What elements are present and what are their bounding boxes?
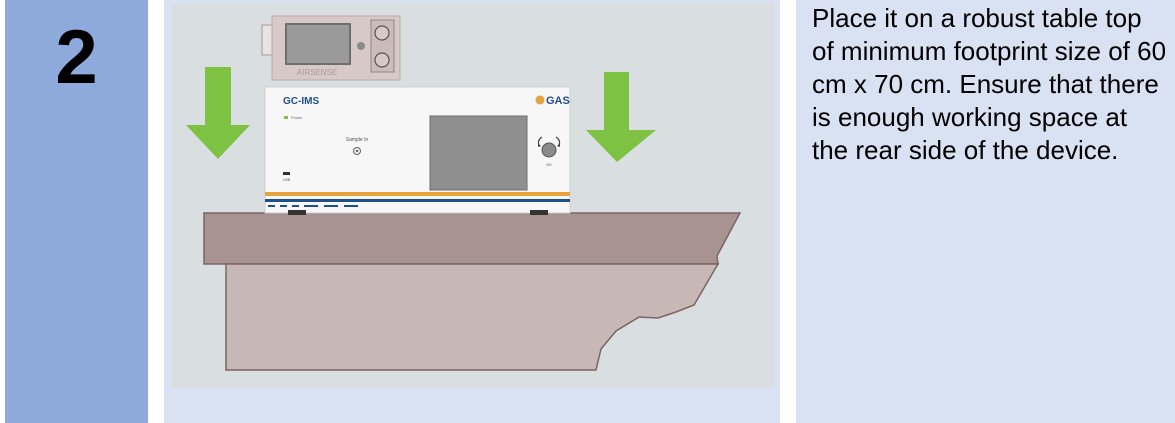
step-number-column: 2 xyxy=(5,0,148,423)
airsense-label: AIRSENSE xyxy=(297,68,337,77)
dashed-stripe xyxy=(268,205,358,207)
usb-port xyxy=(283,172,290,175)
illustration-panel: AIRSENSE GC-IMS GAS Power Sample In OK xyxy=(164,0,780,423)
device-screen xyxy=(430,116,527,190)
ok-label: OK xyxy=(546,162,552,167)
step-number: 2 xyxy=(5,20,148,96)
ok-knob xyxy=(542,143,556,157)
instruction-text: Place it on a robust table top of minimu… xyxy=(812,2,1167,167)
airsense-led xyxy=(357,42,365,50)
instruction-panel: Place it on a robust table top of minimu… xyxy=(796,0,1175,423)
table-top xyxy=(204,213,740,264)
power-label: Power xyxy=(291,115,303,120)
brand-logo-icon xyxy=(536,96,545,105)
airsense-display xyxy=(286,24,350,64)
gc-ims-device: GC-IMS GAS Power Sample In OK USB xyxy=(265,87,570,215)
brand-label: GAS xyxy=(546,95,570,107)
airsense-unit: AIRSENSE xyxy=(262,16,400,80)
usb-label: USB xyxy=(283,178,291,182)
power-led xyxy=(284,116,288,119)
device-foot-left xyxy=(288,210,306,215)
device-placement-illustration: AIRSENSE GC-IMS GAS Power Sample In OK xyxy=(164,0,780,423)
blue-stripe xyxy=(265,199,570,202)
orange-stripe xyxy=(265,192,570,196)
device-title: GC-IMS xyxy=(283,96,319,107)
device-foot-right xyxy=(530,210,548,215)
sample-in-label: Sample In xyxy=(346,137,369,143)
